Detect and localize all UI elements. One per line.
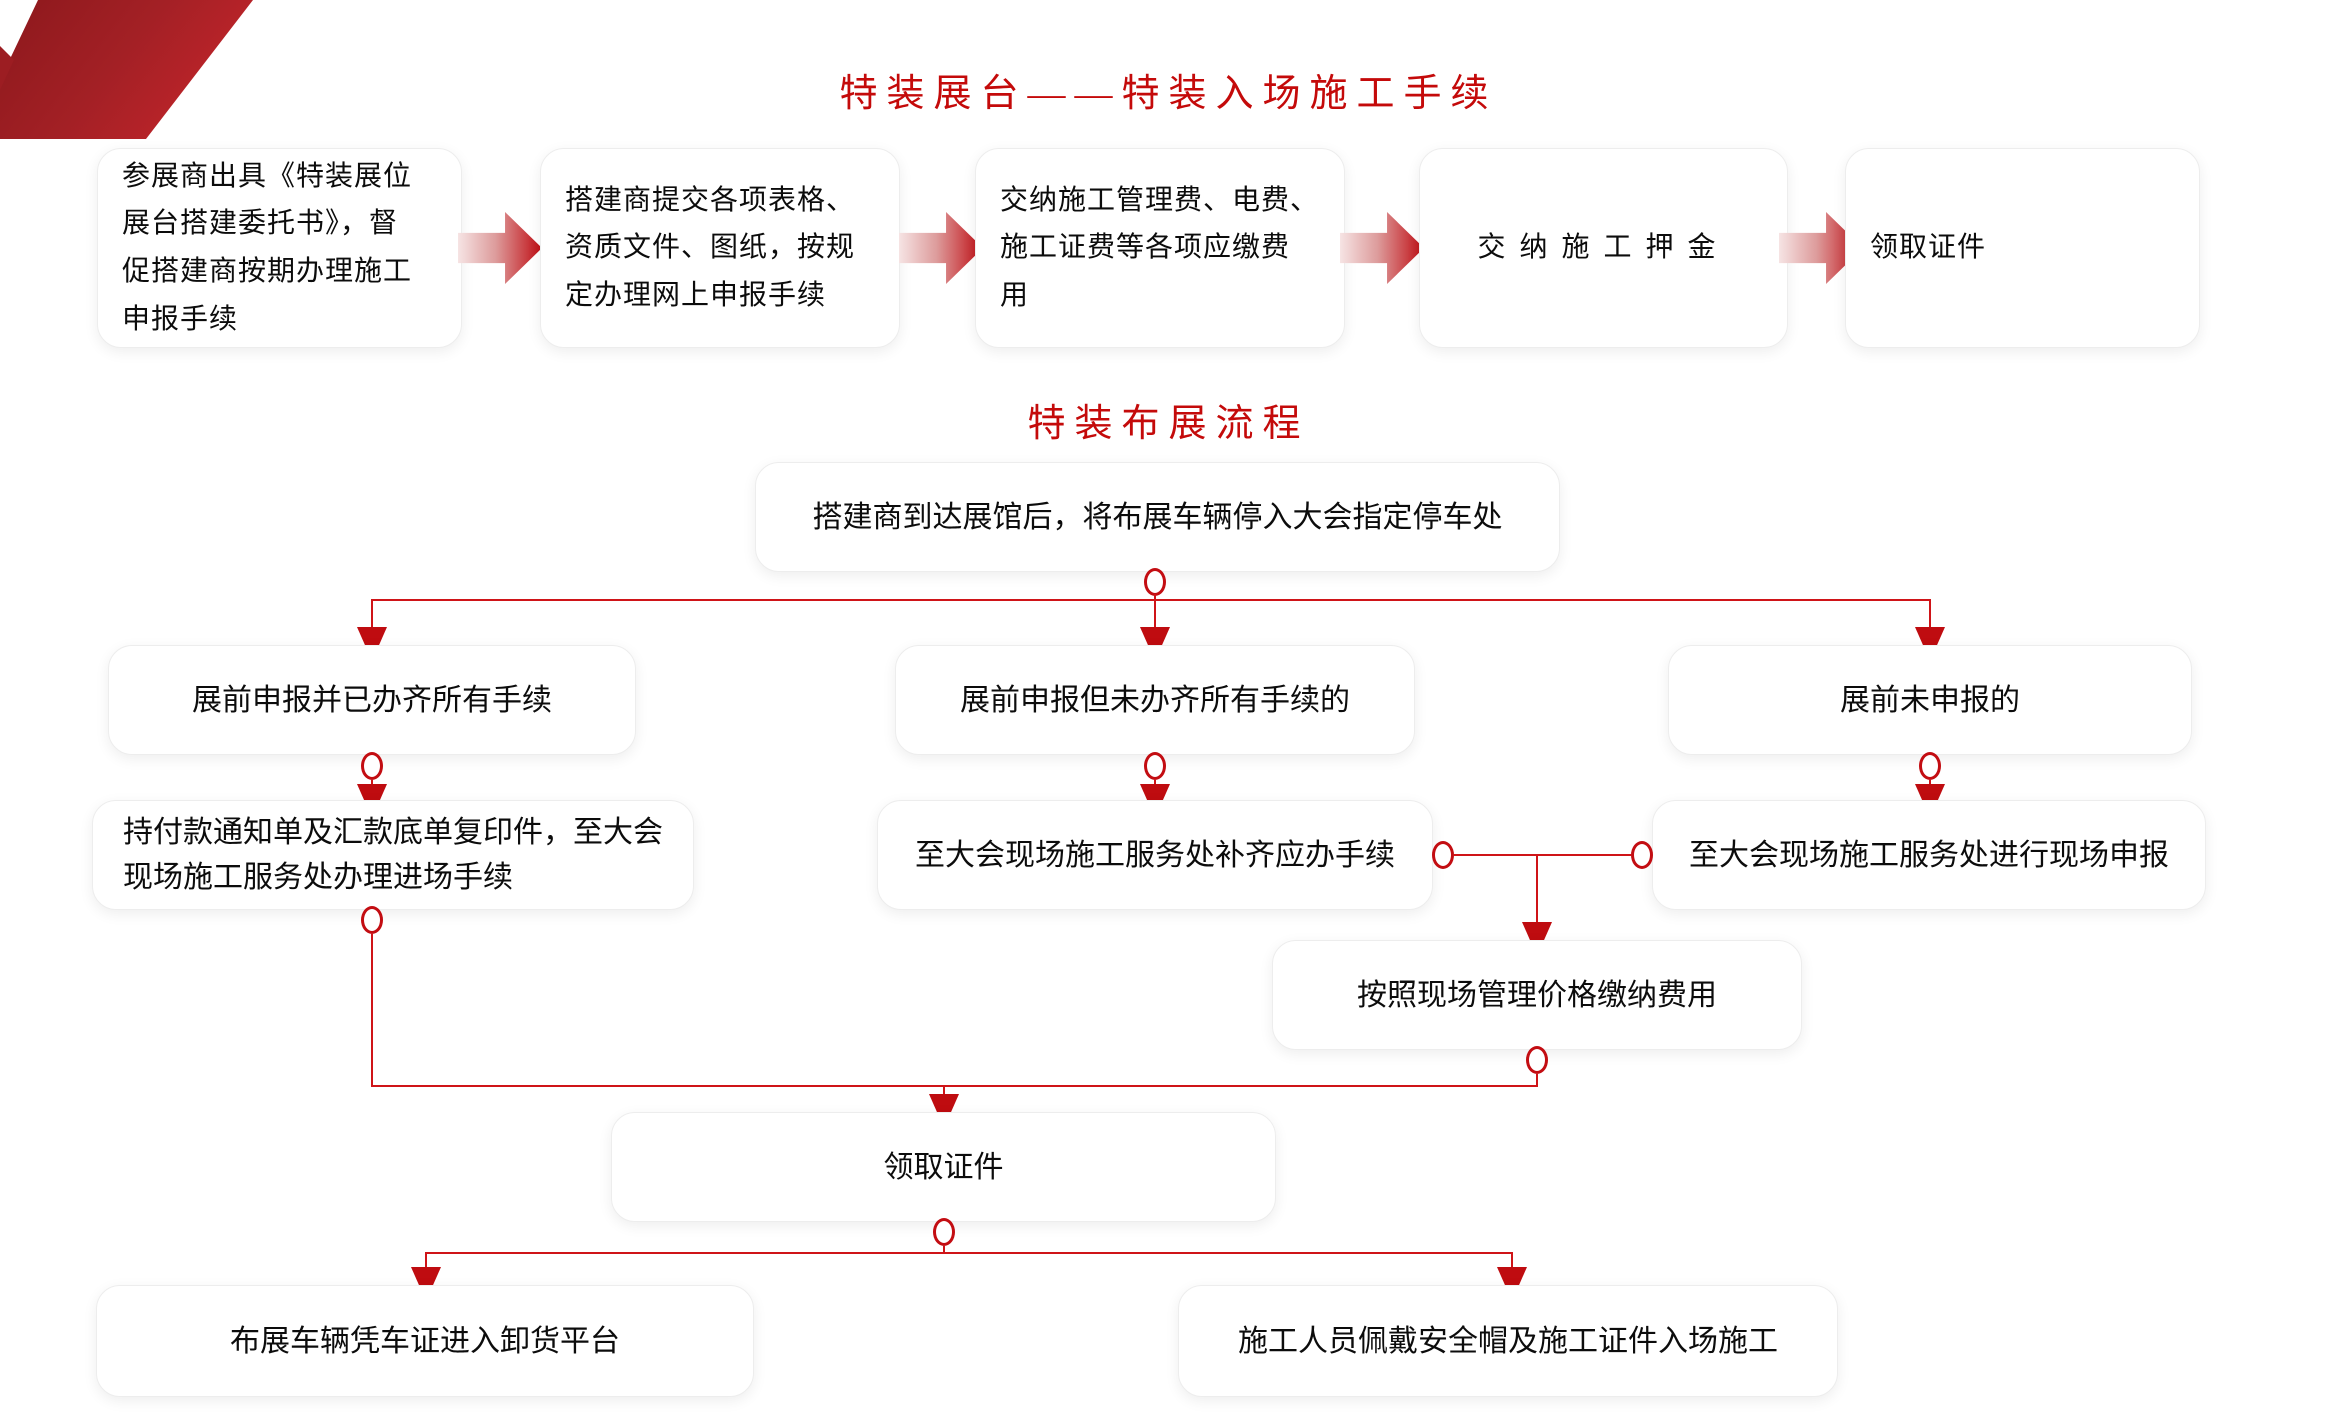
flow-box-declared-complete: 展前申报并已办齐所有手续 [108,645,636,755]
connector-node [1631,841,1653,869]
step-box-deposit: 交纳施工押金 [1419,148,1788,348]
arrow-right-icon [1340,212,1424,284]
flow-box-text: 施工人员佩戴安全帽及施工证件入场施工 [1238,1324,1778,1358]
connector-node [1432,841,1454,869]
step-box-text: 交纳施工押金 [1477,232,1730,264]
step-box-pay-fees: 交纳施工管理费、电费、 施工证费等各项应缴费 用 [975,148,1345,348]
connector-line [1154,600,1156,632]
flow-box-text: 展前未申报的 [1840,683,2020,717]
flow-box-text: 搭建商到达展馆后，将布展车辆停入大会指定停车处 [812,500,1503,534]
flow-box-text: 至大会现场施工服务处进行现场申报 [1689,838,2169,872]
step-box-text: 参展商出具《特装展位 展台搭建委托书》，督 促搭建商按期办理施工 申报手续 [122,160,413,335]
connector-line [1536,1074,1538,1086]
connector-line [1929,600,1931,632]
collector-line [371,1085,1538,1087]
flow-start-box: 搭建商到达展馆后，将布展车辆停入大会指定停车处 [755,462,1560,572]
flow-box-text: 展前申报但未办齐所有手续的 [960,683,1350,717]
flow-box-text: 领取证件 [883,1150,1004,1184]
flow-box-text: 布展车辆凭车证进入卸货平台 [230,1324,620,1358]
flow-box-payment-notice: 持付款通知单及汇款底单复印件，至大会 现场施工服务处办理进场手续 [92,800,694,910]
flow-box-not-declared: 展前未申报的 [1668,645,2192,755]
flow-box-declared-incomplete: 展前申报但未办齐所有手续的 [895,645,1415,755]
step-box-submit-documents: 搭建商提交各项表格、 资质文件、图纸，按规 定办理网上申报手续 [540,148,900,348]
branch-line [371,599,1931,601]
connector-node [1919,752,1941,780]
connector-node [1526,1046,1548,1074]
flow-box-text: 展前申报并已办齐所有手续 [192,683,552,717]
connector-line [371,600,373,632]
connector-node [1144,752,1166,780]
arrow-right-icon [899,212,983,284]
flow-box-text: 至大会现场施工服务处补齐应办手续 [915,838,1395,872]
connector-line [1511,1252,1513,1270]
flow-box-text: 按照现场管理价格缴纳费用 [1357,978,1717,1012]
connector-line [371,934,373,1086]
branch-line [425,1252,1513,1254]
connector-node [1144,568,1166,596]
step-box-text: 搭建商提交各项表格、 资质文件、图纸，按规 定办理网上申报手续 [565,184,856,311]
flow-box-pay-onsite-price: 按照现场管理价格缴纳费用 [1272,940,1802,1050]
flow-box-text: 持付款通知单及汇款底单复印件，至大会 现场施工服务处办理进场手续 [123,816,663,894]
connector-line [943,1246,945,1254]
connector-line [943,1085,945,1099]
connector-line [1536,855,1538,927]
step-box-entrustment: 参展商出具《特装展位 展台搭建委托书》，督 促搭建商按期办理施工 申报手续 [97,148,462,348]
flow-box-workers-enter: 施工人员佩戴安全帽及施工证件入场施工 [1178,1285,1838,1397]
step-box-get-badges: 领取证件 [1845,148,2200,348]
step-box-text: 领取证件 [1870,232,1987,264]
connector-node [361,906,383,934]
flow-box-vehicle-unloading: 布展车辆凭车证进入卸货平台 [96,1285,754,1397]
flow-box-onsite-declaration: 至大会现场施工服务处进行现场申报 [1652,800,2206,910]
connector-node [933,1218,955,1246]
section2-title: 特装布展流程 [1027,403,1310,445]
connector-node [361,752,383,780]
step-box-text: 交纳施工管理费、电费、 施工证费等各项应缴费 用 [1000,184,1320,311]
flow-box-complete-procedures: 至大会现场施工服务处补齐应办手续 [877,800,1433,910]
section1-title: 特装展台——特装入场施工手续 [839,73,1498,115]
connector-line [1454,854,1631,856]
connector-line [1154,594,1156,602]
connector-line [425,1252,427,1270]
flow-box-get-badges: 领取证件 [611,1112,1276,1222]
arrow-right-icon [458,212,542,284]
